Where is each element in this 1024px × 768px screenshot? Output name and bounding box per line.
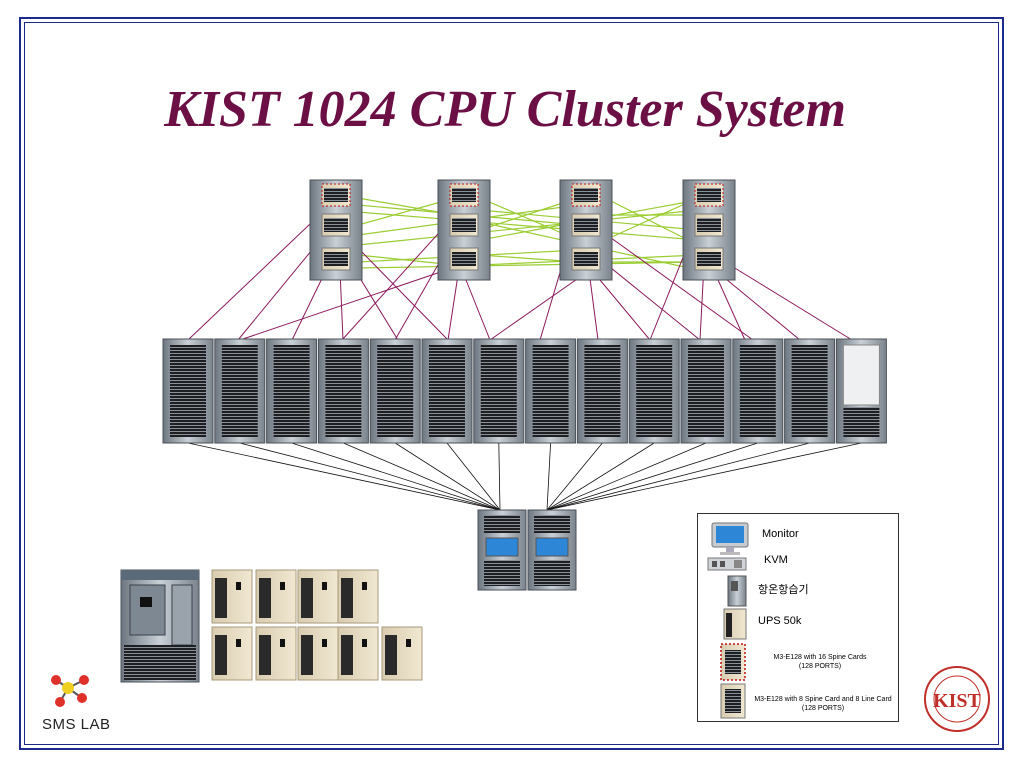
kvm-icon bbox=[707, 557, 747, 571]
thermo-hygrostat-icon bbox=[727, 575, 747, 607]
slide-title: KIST 1024 CPU Cluster System bbox=[164, 81, 846, 138]
ups-icon bbox=[723, 608, 747, 640]
thermo-hygrostat-unit bbox=[120, 569, 200, 683]
legend-label-switch-line-title: M3-E128 with 8 Spine Card and 8 Line Car… bbox=[754, 696, 892, 703]
compute-rack-5 bbox=[369, 338, 421, 444]
ups-unit-2 bbox=[255, 569, 297, 624]
legend-icons bbox=[707, 522, 749, 719]
kvm-console-racks bbox=[477, 509, 577, 591]
switch-spine-icon bbox=[720, 643, 746, 681]
slide-border-inner bbox=[24, 22, 999, 745]
switch-rack-4 bbox=[682, 179, 736, 281]
kist-logo-text: KIST bbox=[933, 690, 981, 712]
switch-interconnect-links bbox=[357, 197, 699, 271]
switch-line-icon bbox=[720, 683, 746, 719]
legend-label-switch-line-sub: (128 PORTS) bbox=[801, 705, 845, 712]
switch-racks bbox=[309, 179, 736, 281]
legend-label-monitor: Monitor bbox=[762, 528, 799, 540]
kvm-links bbox=[187, 442, 862, 511]
compute-rack-13 bbox=[784, 338, 836, 444]
ups-unit-1 bbox=[211, 569, 253, 624]
ups-unit-7 bbox=[297, 626, 339, 681]
compute-rack-6 bbox=[421, 338, 473, 444]
kvm-console-rack-2 bbox=[527, 509, 577, 591]
ups-units bbox=[211, 569, 423, 681]
legend-label-thermo-hygrostat: 항온항습기 bbox=[758, 584, 809, 596]
ups-unit-9 bbox=[381, 626, 423, 681]
compute-rack-10 bbox=[628, 338, 680, 444]
compute-rack-2 bbox=[214, 338, 266, 444]
switch-rack-3 bbox=[559, 179, 613, 281]
compute-rack-12 bbox=[732, 338, 784, 444]
legend-box: Monitor KVM 항온항습기 UPS 50k M3-E128 with 1… bbox=[697, 513, 899, 722]
ups-unit-4 bbox=[337, 569, 379, 624]
legend-label-ups: UPS 50k bbox=[758, 615, 802, 627]
compute-rack-9 bbox=[576, 338, 628, 444]
sms-lab-logo bbox=[51, 675, 89, 707]
legend-label-switch-spine: M3-E128 with 16 Spine Cards (128 PORTS) bbox=[750, 653, 890, 671]
ups-unit-6 bbox=[255, 626, 297, 681]
legend-label-kvm: KVM bbox=[764, 554, 788, 566]
switch-rack-1 bbox=[309, 179, 363, 281]
compute-rack-3 bbox=[266, 338, 318, 444]
legend-label-switch-spine-sub: (128 PORTS) bbox=[798, 663, 842, 670]
switch-rack-2 bbox=[437, 179, 491, 281]
compute-rack-8 bbox=[525, 338, 577, 444]
legend-label-switch-spine-title: M3-E128 with 16 Spine Cards bbox=[773, 654, 867, 661]
kist-logo: KIST bbox=[924, 666, 990, 732]
ups-unit-3 bbox=[297, 569, 339, 624]
ups-unit-5 bbox=[211, 626, 253, 681]
compute-racks bbox=[162, 338, 887, 444]
compute-rack-11 bbox=[680, 338, 732, 444]
sms-lab-logo-text: SMS LAB bbox=[42, 716, 111, 733]
kvm-console-rack-1 bbox=[477, 509, 527, 591]
compute-rack-4 bbox=[317, 338, 369, 444]
compute-rack-14 bbox=[835, 338, 887, 444]
compute-rack-7 bbox=[473, 338, 525, 444]
compute-rack-1 bbox=[162, 338, 214, 444]
slide-border-outer bbox=[19, 17, 1004, 750]
legend-label-switch-line: M3-E128 with 8 Spine Card and 8 Line Car… bbox=[748, 695, 898, 713]
monitor-icon bbox=[711, 522, 749, 555]
ups-unit-8 bbox=[337, 626, 379, 681]
